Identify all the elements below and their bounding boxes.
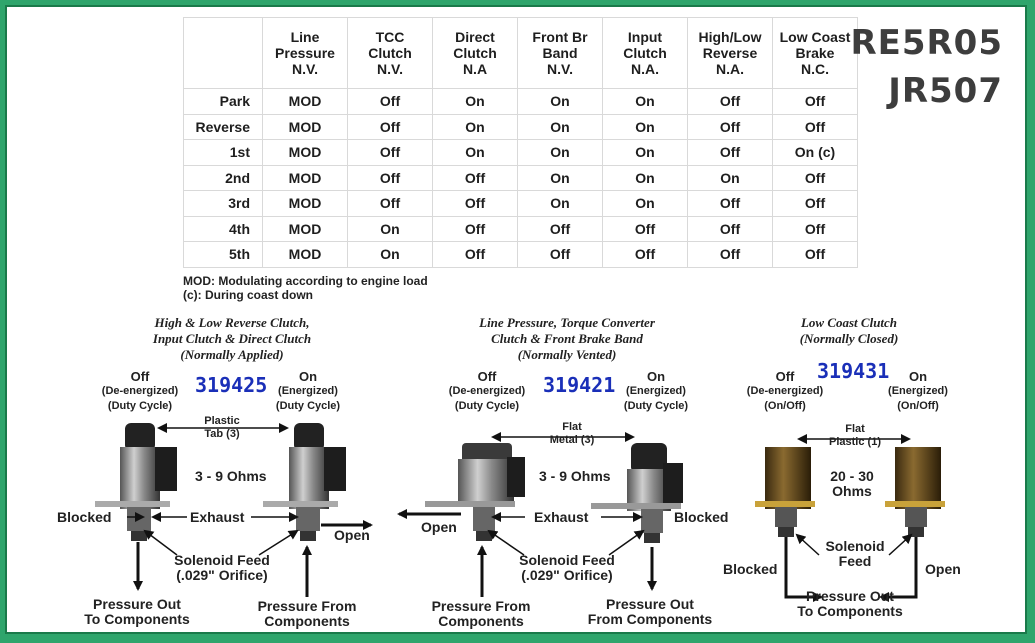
table-cell: Off <box>347 164 433 191</box>
left-blocked: Blocked <box>57 509 112 525</box>
row-label: 1st <box>183 139 263 166</box>
table-cell: Off <box>347 190 433 217</box>
table-cell: On <box>347 241 433 268</box>
right-part-number: 319431 <box>817 359 890 383</box>
left-open: Open <box>334 527 370 543</box>
row-label: 3rd <box>183 190 263 217</box>
model-label-jr507: JR507 <box>888 71 1003 111</box>
table-cell: Off <box>347 88 433 115</box>
table-cell: On <box>517 88 603 115</box>
note-mod: MOD: Modulating according to engine load <box>183 274 428 288</box>
middle-part-number: 319421 <box>543 373 616 397</box>
solenoid-middle-on <box>591 443 683 543</box>
middle-exhaust: Exhaust <box>534 509 589 525</box>
left-solenoid-feed: Solenoid Feed(.029" Orifice) <box>174 552 270 583</box>
table-cell: Off <box>602 215 688 242</box>
middle-off-state: Off(De-energized)(Duty Cycle) <box>448 369 526 412</box>
row-label: 5th <box>183 241 263 268</box>
table-cell: Off <box>772 241 858 268</box>
table-cell: On <box>602 139 688 166</box>
table-cell: On <box>517 190 603 217</box>
table-cell: Off <box>602 241 688 268</box>
left-part-number: 319425 <box>195 373 268 397</box>
solenoid-right-on <box>885 447 945 537</box>
middle-on-state: On(Energized)(Duty Cycle) <box>623 369 689 412</box>
table-cell: On <box>517 164 603 191</box>
table-cell: Off <box>347 113 433 140</box>
row-label: Reverse <box>183 113 263 140</box>
left-on-state: On(Energized)(Duty Cycle) <box>275 369 341 412</box>
table-cell: Off <box>432 241 518 268</box>
table-cell: Off <box>347 139 433 166</box>
table-cell: On <box>432 113 518 140</box>
right-open: Open <box>925 561 961 577</box>
right-blocked: Blocked <box>723 561 778 577</box>
middle-solenoid-feed: Solenoid Feed(.029" Orifice) <box>519 552 615 583</box>
middle-ohms: 3 - 9 Ohms <box>539 468 611 484</box>
table-cell: Off <box>687 241 773 268</box>
table-cell: On (c) <box>772 139 858 166</box>
middle-blocked: Blocked <box>674 509 729 525</box>
note-coast: (c): During coast down <box>183 288 313 302</box>
right-on-state: On(Energized)(On/Off) <box>888 369 948 412</box>
solenoid-left-on <box>263 423 346 541</box>
left-exhaust: Exhaust <box>190 509 245 525</box>
table-notes: MOD: Modulating according to engine load… <box>183 274 428 302</box>
table-cell: On <box>602 190 688 217</box>
table-cell: MOD <box>262 88 348 115</box>
right-diagram-title: Low Coast Clutch(Normally Closed) <box>799 315 899 346</box>
solenoid-diagram-graphics <box>95 423 945 602</box>
solenoid-middle-off <box>425 443 525 541</box>
table-cell: MOD <box>262 113 348 140</box>
left-diagram-title: High & Low Reverse Clutch,Input Clutch &… <box>152 315 312 362</box>
table-cell: Off <box>432 215 518 242</box>
right-off-state: Off(De-energized)(On/Off) <box>746 369 824 412</box>
table-cell: Off <box>772 113 858 140</box>
table-cell: Off <box>517 215 603 242</box>
middle-open: Open <box>421 519 457 535</box>
solenoid-right-off <box>755 447 815 537</box>
table-cell: On <box>432 88 518 115</box>
model-label-re5r05: RE5R05 <box>850 23 1003 63</box>
left-off-state: Off(De-energized)(Duty Cycle) <box>101 369 179 412</box>
table-cell: MOD <box>262 139 348 166</box>
table-corner-cell <box>183 17 263 89</box>
left-ohms: 3 - 9 Ohms <box>195 468 267 484</box>
table-cell: Off <box>772 164 858 191</box>
table-cell: MOD <box>262 241 348 268</box>
